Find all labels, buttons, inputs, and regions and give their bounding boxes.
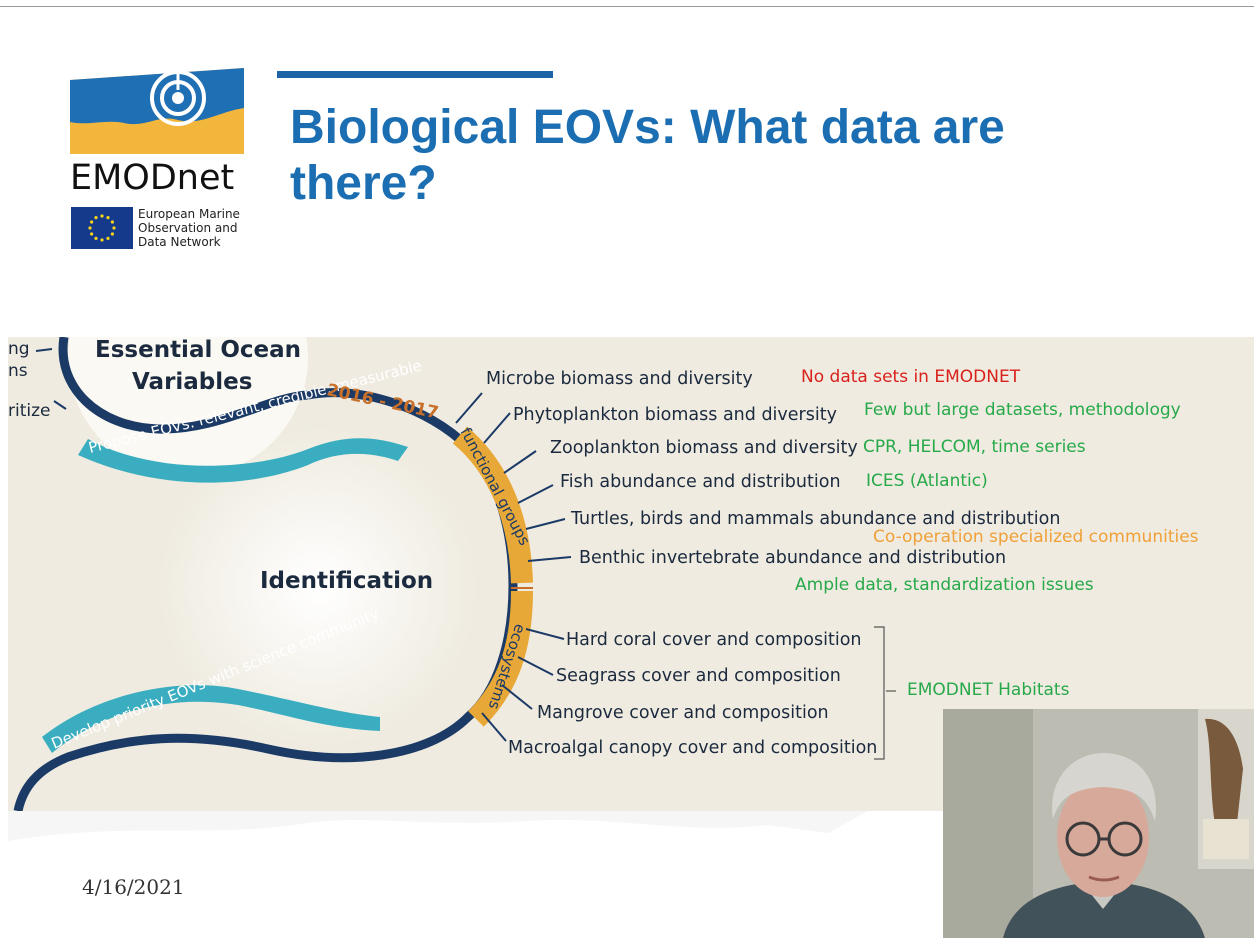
eu-flag-icon (71, 207, 133, 249)
band-functional-groups: functional groups (456, 424, 533, 548)
emodnet-logo-icon (70, 68, 244, 154)
note-zooplankton: CPR, HELCOM, time series (863, 437, 1086, 457)
fragment-1: ng (8, 339, 30, 359)
eov-item: Turtles, birds and mammals abundance and… (571, 509, 1061, 529)
eov-item: Phytoplankton biomass and diversity (513, 405, 837, 425)
note-benthic: Ample data, standardization issues (795, 575, 1094, 595)
note-microbe: No data sets in EMODNET (801, 367, 1021, 387)
logo-subtitle: European Marine Observation and Data Net… (138, 207, 240, 249)
eov-item: Microbe biomass and diversity (486, 369, 753, 389)
title-accent-bar (277, 71, 553, 78)
slide-title: Biological EOVs: What data are there? (290, 101, 1005, 210)
eov-item: Fish abundance and distribution (560, 472, 841, 492)
slide-date: 4/16/2021 (82, 875, 185, 899)
note-phytoplankton: Few but large datasets, methodology (864, 400, 1181, 420)
center-label: Identification (260, 568, 434, 594)
fragment-3: ritize (8, 401, 51, 421)
note-habitats: EMODNET Habitats (907, 680, 1070, 700)
eov-heading-line2: Variables (132, 369, 253, 395)
top-divider (0, 6, 1254, 7)
eov-item: Mangrove cover and composition (537, 703, 829, 723)
logo-wordmark: EMODnet (70, 158, 235, 198)
note-fish: ICES (Atlantic) (866, 471, 988, 491)
years-label: 2016 - 2017 (325, 380, 440, 423)
eov-diagram: Propose EOVs: relevant, credible, measur… (8, 337, 1254, 811)
note-turtles: Co-operation specialized communities (873, 527, 1199, 547)
fragment-2: ns (8, 361, 28, 381)
eov-diagram-shapes: Propose EOVs: relevant, credible, measur… (13, 337, 896, 811)
webcam-video (943, 709, 1254, 938)
eov-item: Macroalgal canopy cover and composition (508, 738, 878, 758)
eov-item: Benthic invertebrate abundance and distr… (579, 548, 1007, 568)
eov-item: Hard coral cover and composition (566, 630, 862, 650)
eov-item: Zooplankton biomass and diversity (550, 438, 858, 458)
eov-heading-line1: Essential Ocean (95, 337, 302, 363)
eov-item: Seagrass cover and composition (556, 666, 841, 686)
